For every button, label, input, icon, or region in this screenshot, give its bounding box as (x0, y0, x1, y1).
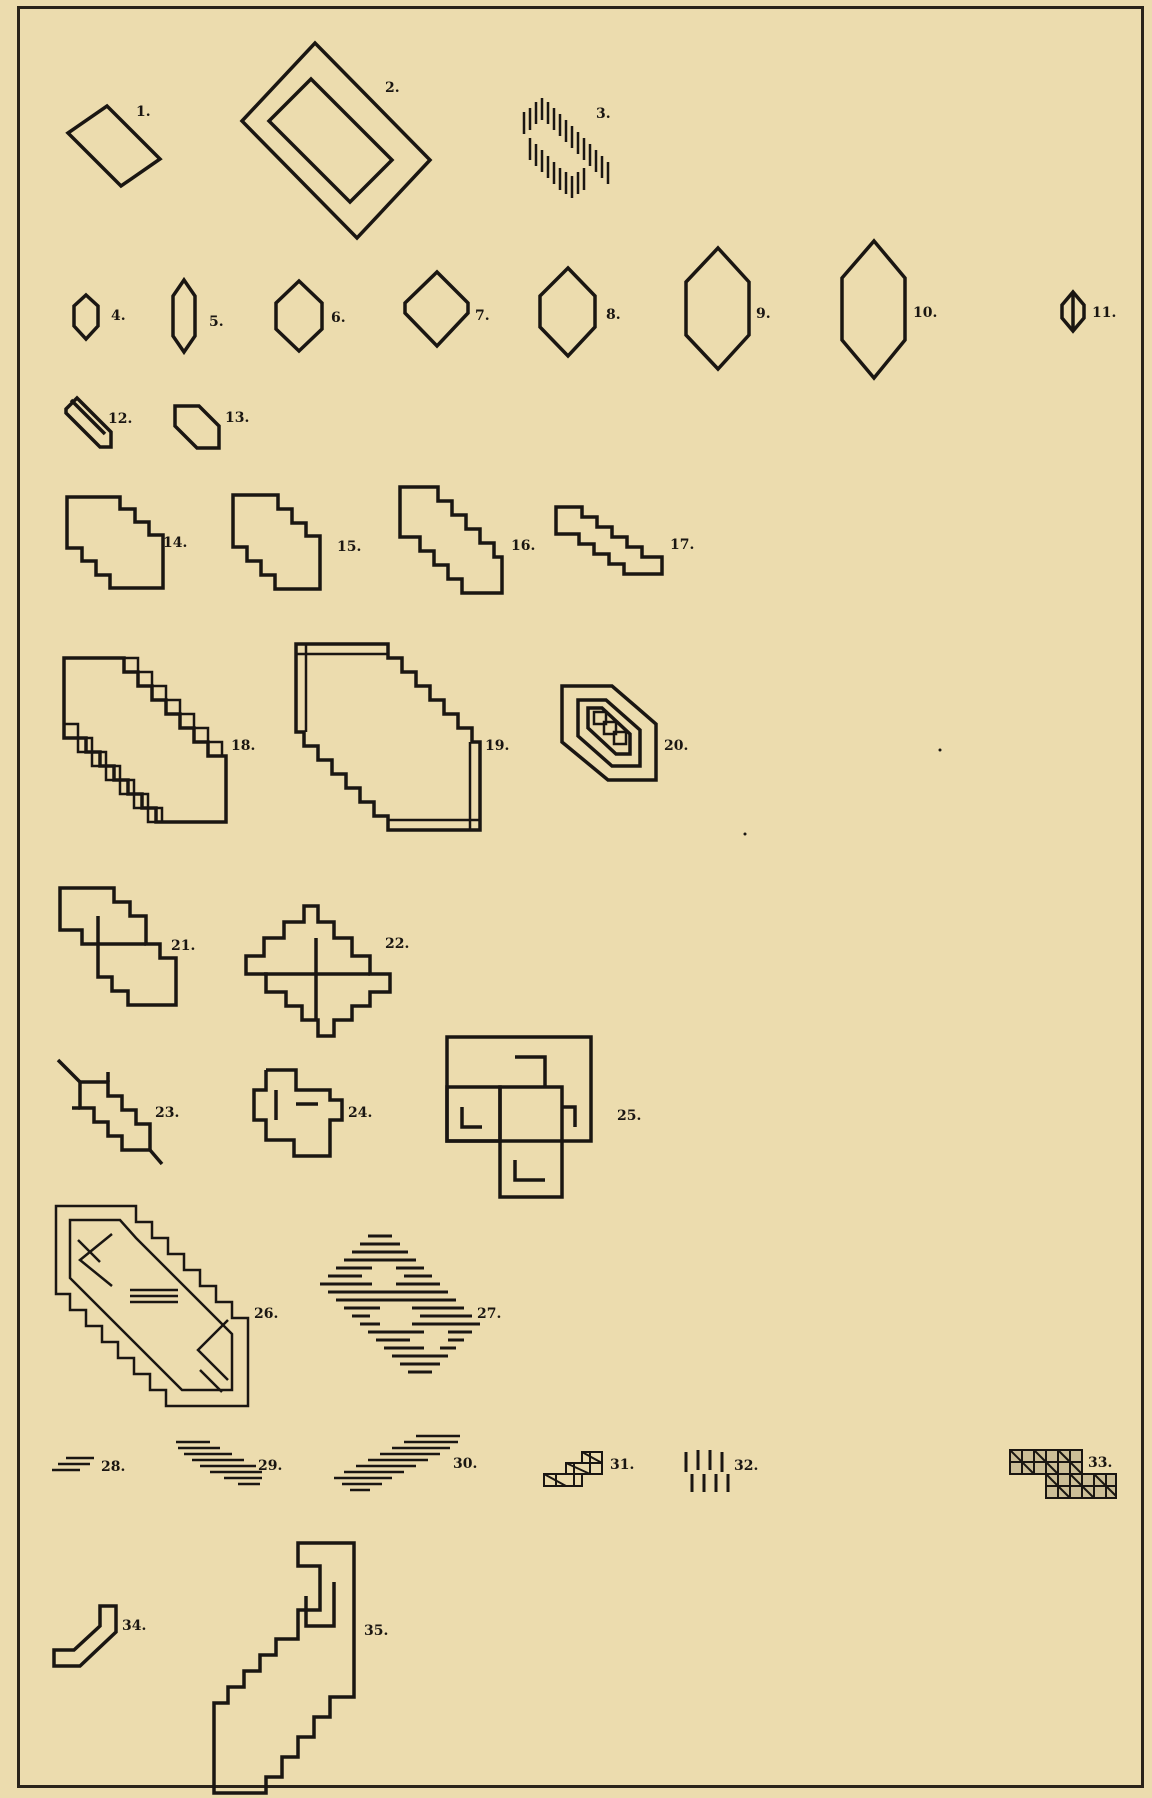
figure-11 (1062, 292, 1084, 331)
figure-25 (447, 1037, 591, 1197)
label-31: 31. (610, 1457, 634, 1473)
label-14: 14. (163, 535, 187, 551)
figure-31 (544, 1452, 602, 1486)
label-29: 29. (258, 1458, 282, 1474)
ink-speck (744, 833, 747, 836)
label-13: 13. (225, 410, 249, 426)
figure-24 (254, 1070, 342, 1156)
figure-2 (242, 43, 430, 238)
label-8: 8. (606, 307, 621, 323)
label-19: 19. (485, 738, 509, 754)
figure-19 (296, 644, 480, 830)
figure-16 (400, 487, 502, 593)
figure-17 (556, 507, 662, 574)
figure-7 (405, 272, 468, 346)
label-17: 17. (670, 537, 694, 553)
label-10: 10. (913, 305, 937, 321)
label-11: 11. (1092, 305, 1116, 321)
label-18: 18. (231, 738, 255, 754)
label-20: 20. (664, 738, 688, 754)
figure-labels: 1. 2. 3. 4. 5. 6. 7. 8. 9. 10. 11. 12. 1… (101, 80, 1116, 1639)
figure-35 (214, 1543, 354, 1793)
figure-29 (176, 1442, 262, 1484)
figure-13 (175, 406, 219, 448)
label-26: 26. (254, 1306, 278, 1322)
label-34: 34. (122, 1618, 146, 1634)
figure-5 (173, 280, 195, 352)
figure-34 (54, 1606, 116, 1666)
figure-18 (64, 658, 226, 822)
figure-30 (334, 1436, 460, 1490)
figure-14 (67, 497, 163, 588)
label-35: 35. (364, 1623, 388, 1639)
figure-26 (56, 1206, 248, 1406)
label-6: 6. (331, 310, 346, 326)
label-24: 24. (348, 1105, 372, 1121)
label-33: 33. (1088, 1455, 1112, 1471)
figure-15 (233, 495, 320, 589)
label-21: 21. (171, 938, 195, 954)
figure-22 (246, 906, 390, 1036)
label-3: 3. (596, 106, 611, 122)
figure-20 (562, 686, 656, 780)
label-2: 2. (385, 80, 400, 96)
label-28: 28. (101, 1459, 125, 1475)
figure-9 (686, 248, 749, 369)
ink-speck (939, 749, 942, 752)
label-9: 9. (756, 306, 771, 322)
label-22: 22. (385, 936, 409, 952)
label-12: 12. (108, 411, 132, 427)
figure-10 (842, 241, 905, 378)
figure-4 (74, 295, 98, 339)
label-27: 27. (477, 1306, 501, 1322)
label-7: 7. (475, 308, 490, 324)
label-25: 25. (617, 1108, 641, 1124)
figure-6 (276, 281, 322, 351)
figure-8 (540, 268, 595, 356)
label-5: 5. (209, 314, 224, 330)
figure-28 (52, 1458, 94, 1470)
label-23: 23. (155, 1105, 179, 1121)
figure-32 (686, 1450, 728, 1492)
figure-23 (58, 1060, 162, 1164)
label-15: 15. (337, 539, 361, 555)
figure-27 (320, 1236, 480, 1372)
label-32: 32. (734, 1458, 758, 1474)
label-1: 1. (136, 104, 151, 120)
figure-12 (66, 398, 111, 447)
label-16: 16. (511, 538, 535, 554)
label-30: 30. (453, 1456, 477, 1472)
figure-21 (60, 888, 176, 1005)
label-4: 4. (111, 308, 126, 324)
